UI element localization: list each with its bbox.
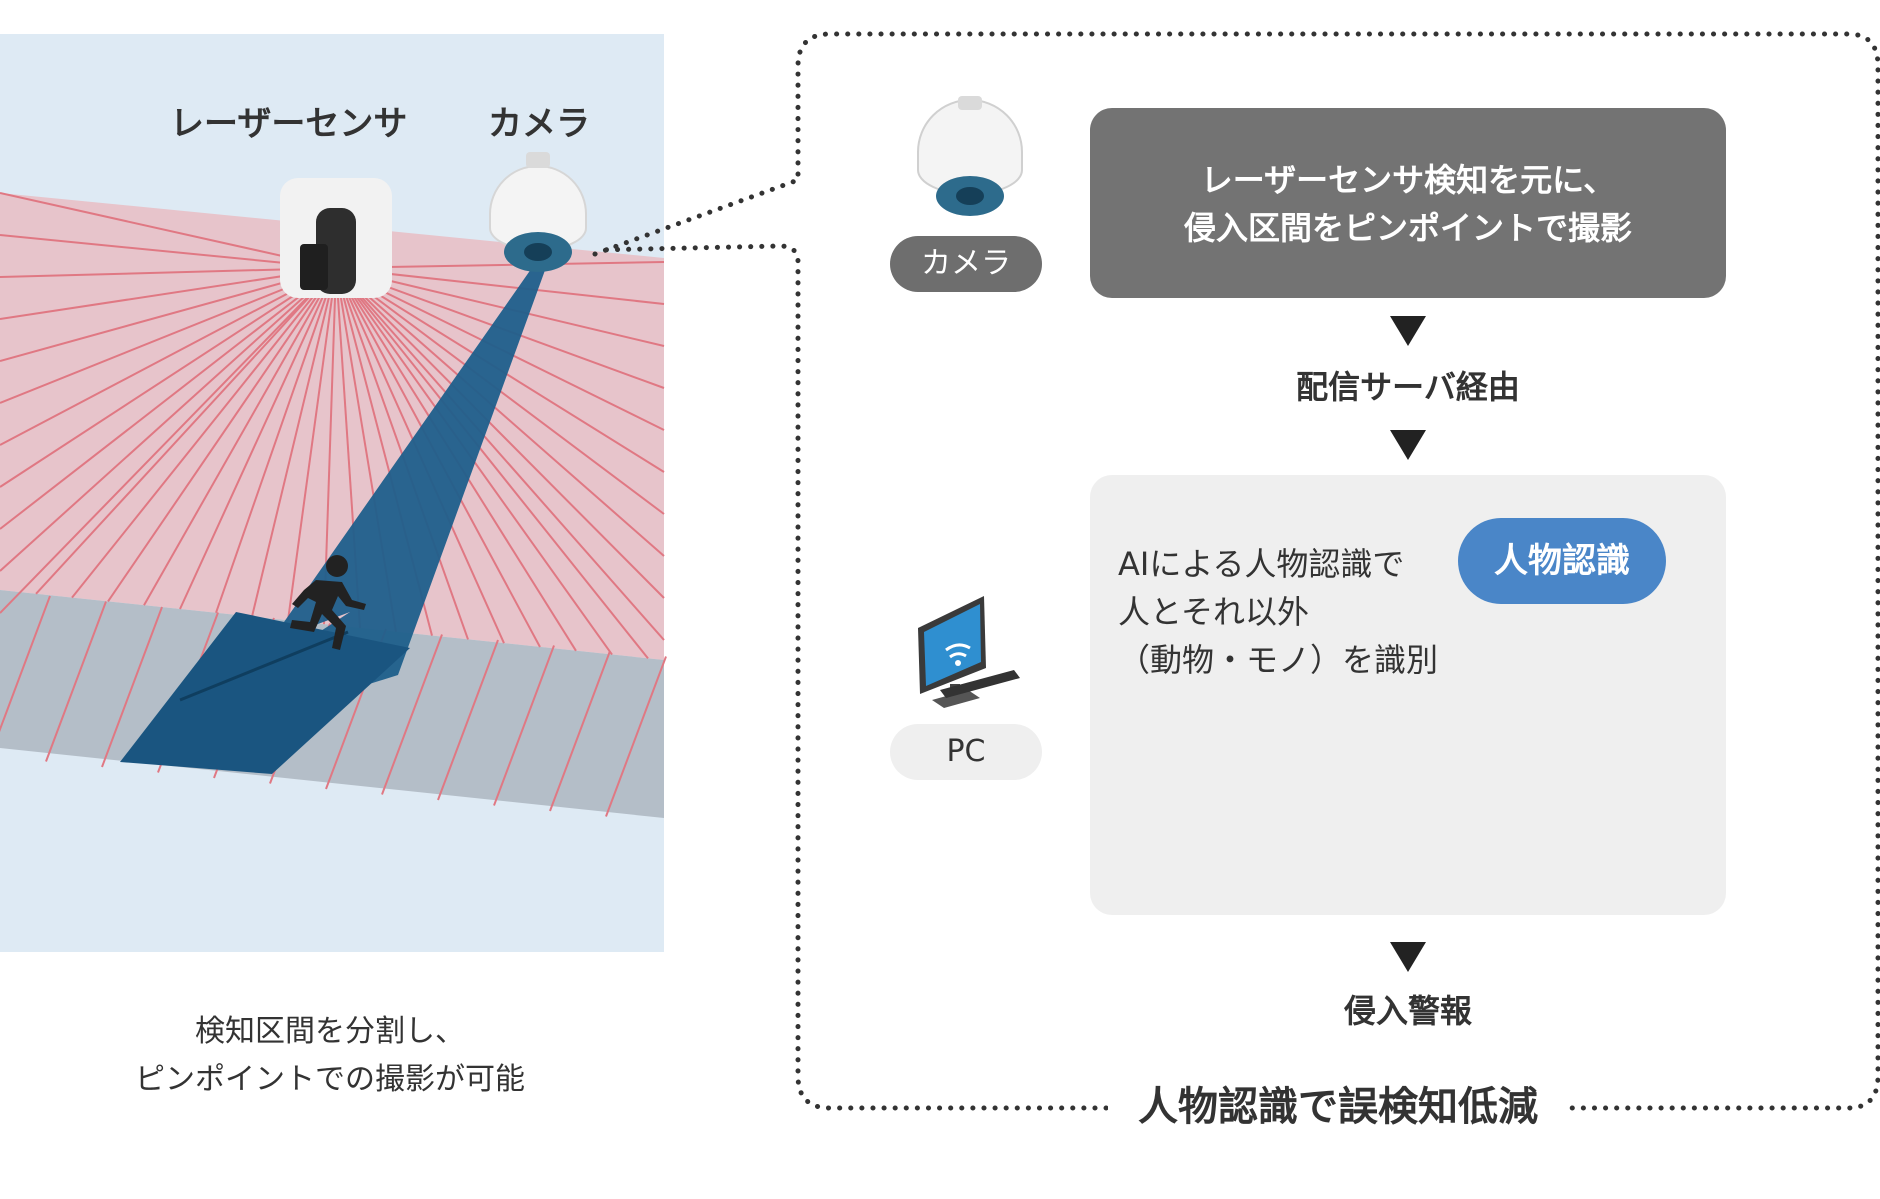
laser-ray	[0, 267, 337, 530]
arrow-down-icon	[1390, 430, 1426, 460]
laser-sensor-label: レーザーセンサ	[170, 104, 408, 144]
laser-ray	[179, 267, 337, 610]
laser-ray	[335, 267, 665, 599]
summary-title: 人物認識で誤検知低減	[1108, 1074, 1568, 1132]
arrow-down-icon	[1390, 316, 1426, 346]
laser-ray	[335, 267, 665, 557]
floor-stripe	[493, 645, 555, 806]
laser-ray	[215, 267, 337, 614]
laser-ray	[251, 267, 337, 617]
laser-ray	[107, 267, 337, 602]
ai-line-1: AIによる人物認識で	[1118, 545, 1405, 583]
arrow-down-icon	[1390, 942, 1426, 972]
camera-device-icon	[917, 96, 1023, 216]
laser-zone	[0, 193, 664, 660]
laser-ray	[0, 267, 337, 404]
camera-beam-floor	[120, 612, 410, 774]
running-person-icon	[290, 555, 366, 650]
ai-line-3: （動物・モノ）を識別	[1118, 641, 1439, 679]
laser-ray	[35, 267, 337, 595]
callout-outline	[592, 31, 1880, 1111]
caption-line-1: 検知区間を分割し、	[195, 1014, 465, 1049]
floor-stripe	[0, 595, 51, 733]
scene-caption: 検知区間を分割し、 ピンポイントでの撮影が可能	[60, 1008, 600, 1104]
camera-pill: カメラ	[890, 236, 1042, 292]
floor-stripe	[605, 656, 667, 817]
laser-ray	[143, 267, 337, 606]
alarm-step: 侵入警報	[1343, 992, 1472, 1030]
caption-line-2: ピンポイントでの撮影が可能	[135, 1062, 525, 1097]
laser-ray	[0, 267, 337, 446]
dome-camera-icon	[489, 152, 587, 272]
step1-line-1: レーザーセンサ検知を元に、	[1200, 161, 1616, 199]
person-recognition-badge: 人物認識	[1458, 518, 1666, 604]
floor-stripe	[437, 639, 499, 801]
floor-stripe	[101, 606, 163, 768]
floor-stripe	[45, 601, 107, 762]
pc-pill: PC	[890, 724, 1042, 780]
server-step: 配信サーバ経由	[1296, 368, 1520, 406]
laser-sensor-icon	[280, 178, 392, 298]
laser-ray	[0, 267, 337, 362]
beam-edge	[179, 630, 349, 702]
pc-icon	[918, 596, 1020, 708]
laser-ray	[0, 267, 337, 572]
camera-label: カメラ	[488, 104, 590, 144]
laser-ray	[335, 267, 665, 641]
laser-ray	[335, 267, 649, 660]
ai-line-2: 人とそれ以外	[1118, 593, 1310, 631]
laser-ray	[71, 267, 337, 599]
camera-step-box: レーザーセンサ検知を元に、 侵入区間をピンポイントで撮影	[1090, 108, 1726, 298]
floor-stripe	[549, 650, 611, 812]
laser-ray	[287, 267, 337, 621]
ai-description: AIによる人物認識で 人とそれ以外 （動物・モノ）を識別	[1118, 540, 1438, 684]
laser-ray	[0, 267, 337, 488]
laser-ray	[0, 267, 337, 614]
floor-stripe	[381, 634, 443, 795]
step1-line-2: 侵入区間をピンポイントで撮影	[1183, 209, 1632, 247]
